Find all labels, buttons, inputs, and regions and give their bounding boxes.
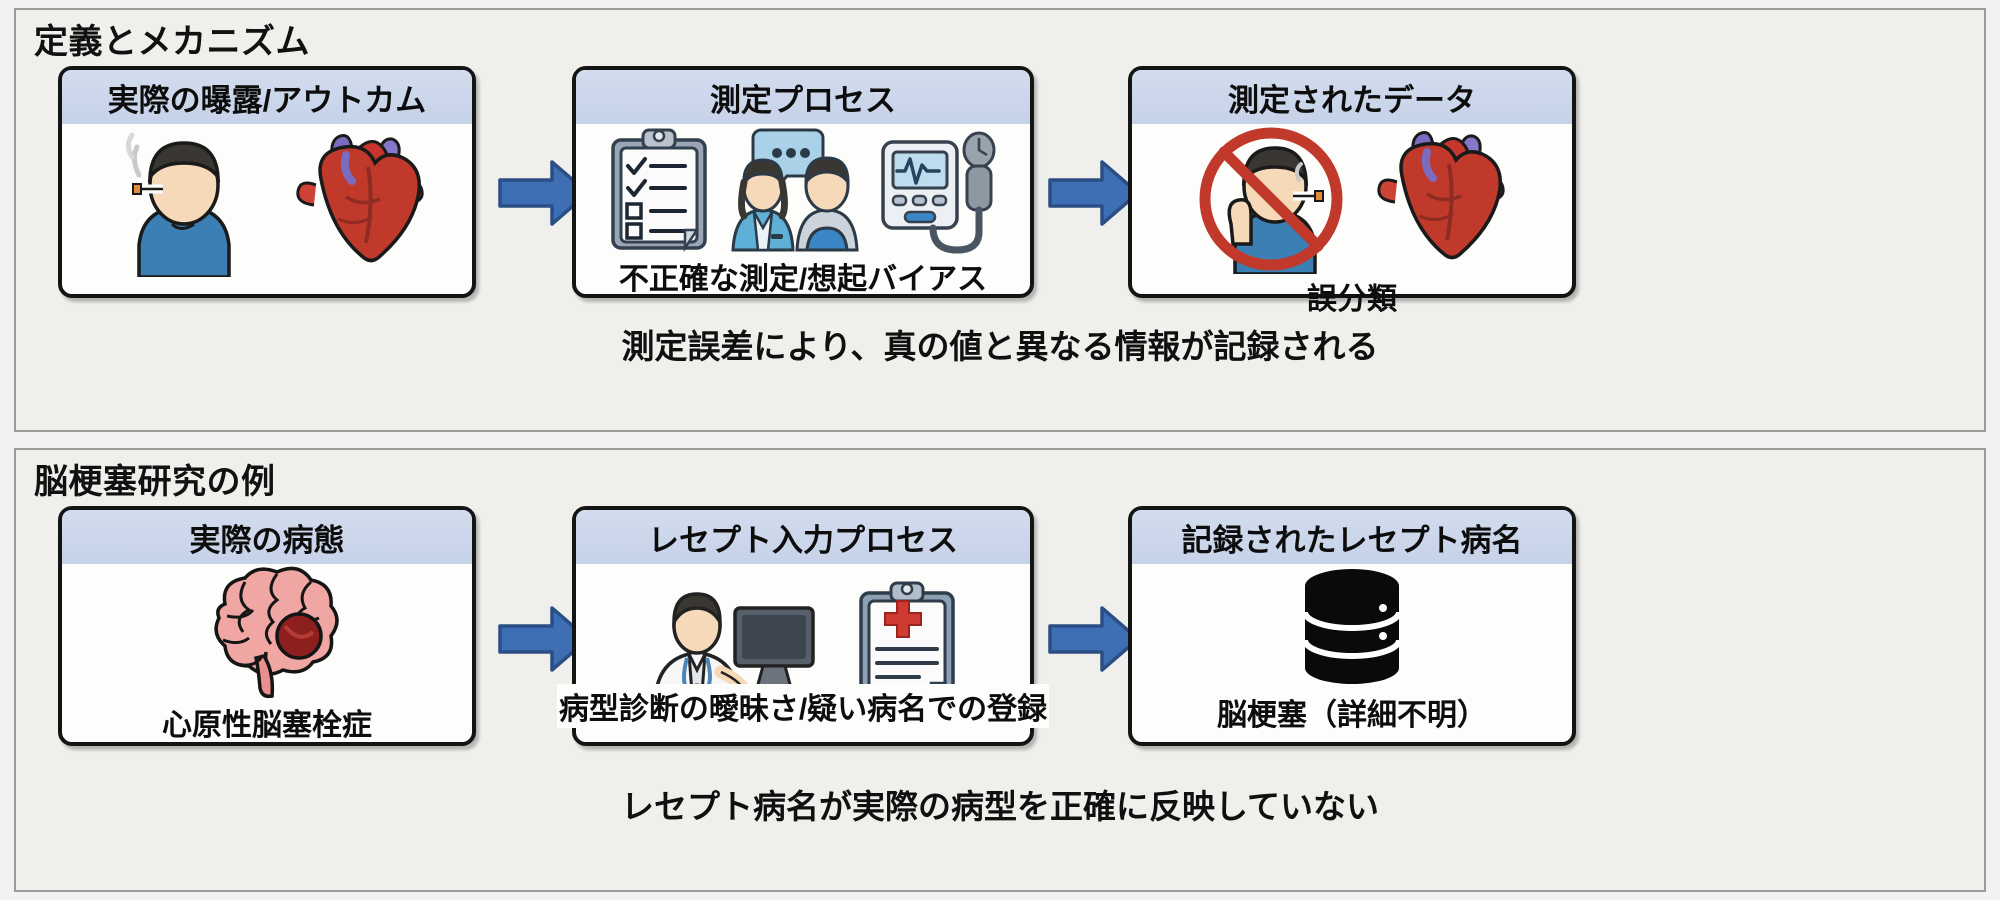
heart-anatomy-icon <box>295 134 424 263</box>
panel-actual-pathology: 実際の病態 <box>58 506 476 746</box>
blood-pressure-monitor-icon <box>881 131 996 254</box>
panel-artwork <box>62 564 472 700</box>
panel-artwork <box>576 124 1030 254</box>
panel-actual-exposure-outcome: 実際の曝露/アウトカム <box>58 66 476 298</box>
panel-body: 不正確な測定/想起バイアス <box>576 124 1030 296</box>
section-title: 定義とメカニズム <box>34 23 310 61</box>
smoking-person-icon <box>125 132 231 277</box>
panel-header-label: 実際の病態 <box>189 522 345 558</box>
panel-header-label: 測定プロセス <box>710 82 896 118</box>
section-cerebral-infarction-example: 脳梗塞研究の例 実際の病態 <box>14 448 1986 892</box>
panel-header-label: 記録されたレセプト病名 <box>1181 522 1523 558</box>
panel-body: 病型診断の曖昧さ/疑い病名での登録 <box>556 564 1050 742</box>
arrow-right-icon <box>1048 160 1140 226</box>
panel-measurement-process: 測定プロセス <box>572 66 1034 298</box>
clipboard-checklist-icon <box>611 128 707 252</box>
panel-body: 誤分類 <box>1132 124 1572 316</box>
section-title: 脳梗塞研究の例 <box>34 463 276 501</box>
panel-header: 測定されたデータ <box>1132 70 1572 124</box>
panel-header-label: レセプト入力プロセス <box>648 522 958 558</box>
arrow-right-icon <box>498 606 590 672</box>
panel-claims-entry-process: レセプト入力プロセス <box>556 506 1050 746</box>
brain-infarct-icon <box>214 566 339 699</box>
panel-caption: 心原性脳塞栓症 <box>162 709 372 742</box>
panel-measured-data: 測定されたデータ <box>1128 66 1576 316</box>
panel-header: レセプト入力プロセス <box>576 510 1030 564</box>
arrow-right-icon <box>1048 606 1140 672</box>
panel-caption: 誤分類 <box>1307 283 1397 316</box>
panel-header-label: 実際の曝露/アウトカム <box>107 82 427 118</box>
panel-caption: 病型診断の曖昧さ/疑い病名での登録 <box>556 684 1050 728</box>
panel-artwork <box>62 124 472 280</box>
panel-header: 測定プロセス <box>576 70 1030 124</box>
section-note: レセプト病名が実際の病型を正確に反映していない <box>620 788 1379 825</box>
database-cylinder-icon <box>1302 569 1402 684</box>
panel-caption: 脳梗塞（詳細不明） <box>1217 699 1487 732</box>
heart-anatomy-icon <box>1377 131 1505 260</box>
section-definition-mechanism: 定義とメカニズム 実際の曝露/アウトカム <box>14 8 1986 432</box>
section-note: 測定誤差により、真の値と異なる情報が記録される <box>621 328 1379 365</box>
no-smoking-person-icon <box>1199 127 1343 274</box>
panel-recorded-claims-diagnosis: 記録されたレセプト病名 脳梗塞（詳細不明） <box>1128 506 1576 746</box>
panel-header-label: 測定されたデータ <box>1228 82 1476 118</box>
panel-artwork <box>1132 564 1572 690</box>
panel-body: 脳梗塞（詳細不明） <box>1132 564 1572 742</box>
medical-clipboard-icon <box>859 581 955 707</box>
panel-body: 心原性脳塞栓症 <box>62 564 472 742</box>
interview-people-icon <box>731 128 859 252</box>
panel-artwork <box>1132 124 1572 274</box>
panel-caption: 不正確な測定/想起バイアス <box>618 263 988 296</box>
arrow-right-icon <box>498 160 590 226</box>
panel-header: 実際の曝露/アウトカム <box>62 70 472 124</box>
panel-header: 実際の病態 <box>62 510 472 564</box>
panel-body <box>62 124 472 294</box>
panel-header: 記録されたレセプト病名 <box>1132 510 1572 564</box>
